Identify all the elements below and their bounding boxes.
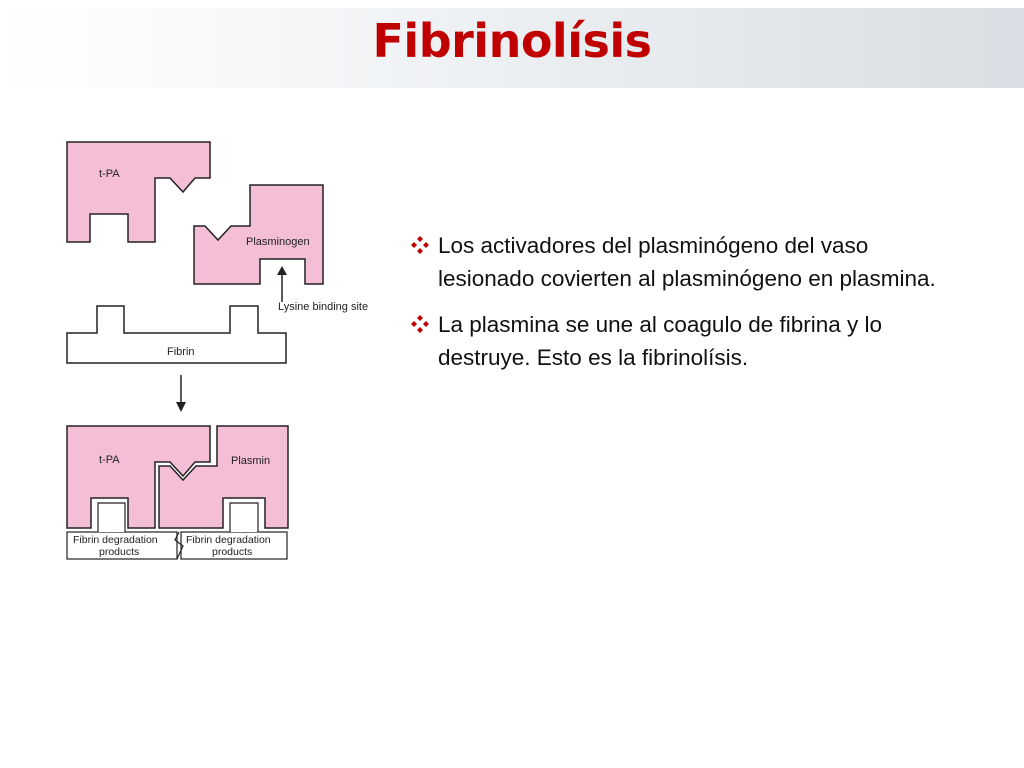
bullet-list: Los activadores del plasminógeno del vas… <box>408 230 968 389</box>
fdp-left-label-2: products <box>99 546 139 558</box>
plasmin-label: Plasmin <box>231 455 270 467</box>
fdp-right-box <box>180 531 288 560</box>
tpa-shape <box>66 141 211 243</box>
diamond-bullet-icon <box>411 315 429 334</box>
fibrin-shape <box>66 305 287 364</box>
plasmin-shape <box>158 425 289 529</box>
fibrin-label: Fibrin <box>167 346 195 358</box>
tpa-bound-shape <box>66 425 211 529</box>
diagram-svg: t-PA Plasminogen Lysine binding site Fib… <box>66 141 368 560</box>
tpa-label: t-PA <box>99 168 120 180</box>
bullet-item: La plasmina se une al coagulo de fibrina… <box>408 309 968 374</box>
bullet-text: La plasmina se une al coagulo de fibrina… <box>438 312 883 370</box>
fdp-left-box <box>66 531 178 560</box>
fdp-bump-right <box>229 502 259 532</box>
fdp-left-label-1: Fibrin degradation <box>73 534 158 546</box>
slide-title: Fibrinolísis <box>372 14 652 68</box>
bullet-text: Los activadores del plasminógeno del vas… <box>438 233 936 291</box>
fdp-right-label-1: Fibrin degradation <box>186 534 271 546</box>
reaction-arrow-head <box>176 402 186 412</box>
fdp-break-line <box>174 531 184 560</box>
fdp-right-label-2: products <box>212 546 252 558</box>
lysine-arrow-head <box>277 266 287 275</box>
fibrinolysis-diagram: t-PA Plasminogen Lysine binding site Fib… <box>55 130 405 575</box>
lysine-label: Lysine binding site <box>278 301 368 313</box>
tpa-bound-label: t-PA <box>99 454 120 466</box>
plasminogen-shape <box>193 184 324 285</box>
fdp-bump-left <box>97 502 126 532</box>
bullet-item: Los activadores del plasminógeno del vas… <box>408 230 968 295</box>
plasminogen-label: Plasminogen <box>246 236 310 248</box>
diamond-bullet-icon <box>411 236 429 254</box>
title-band <box>0 8 1024 88</box>
